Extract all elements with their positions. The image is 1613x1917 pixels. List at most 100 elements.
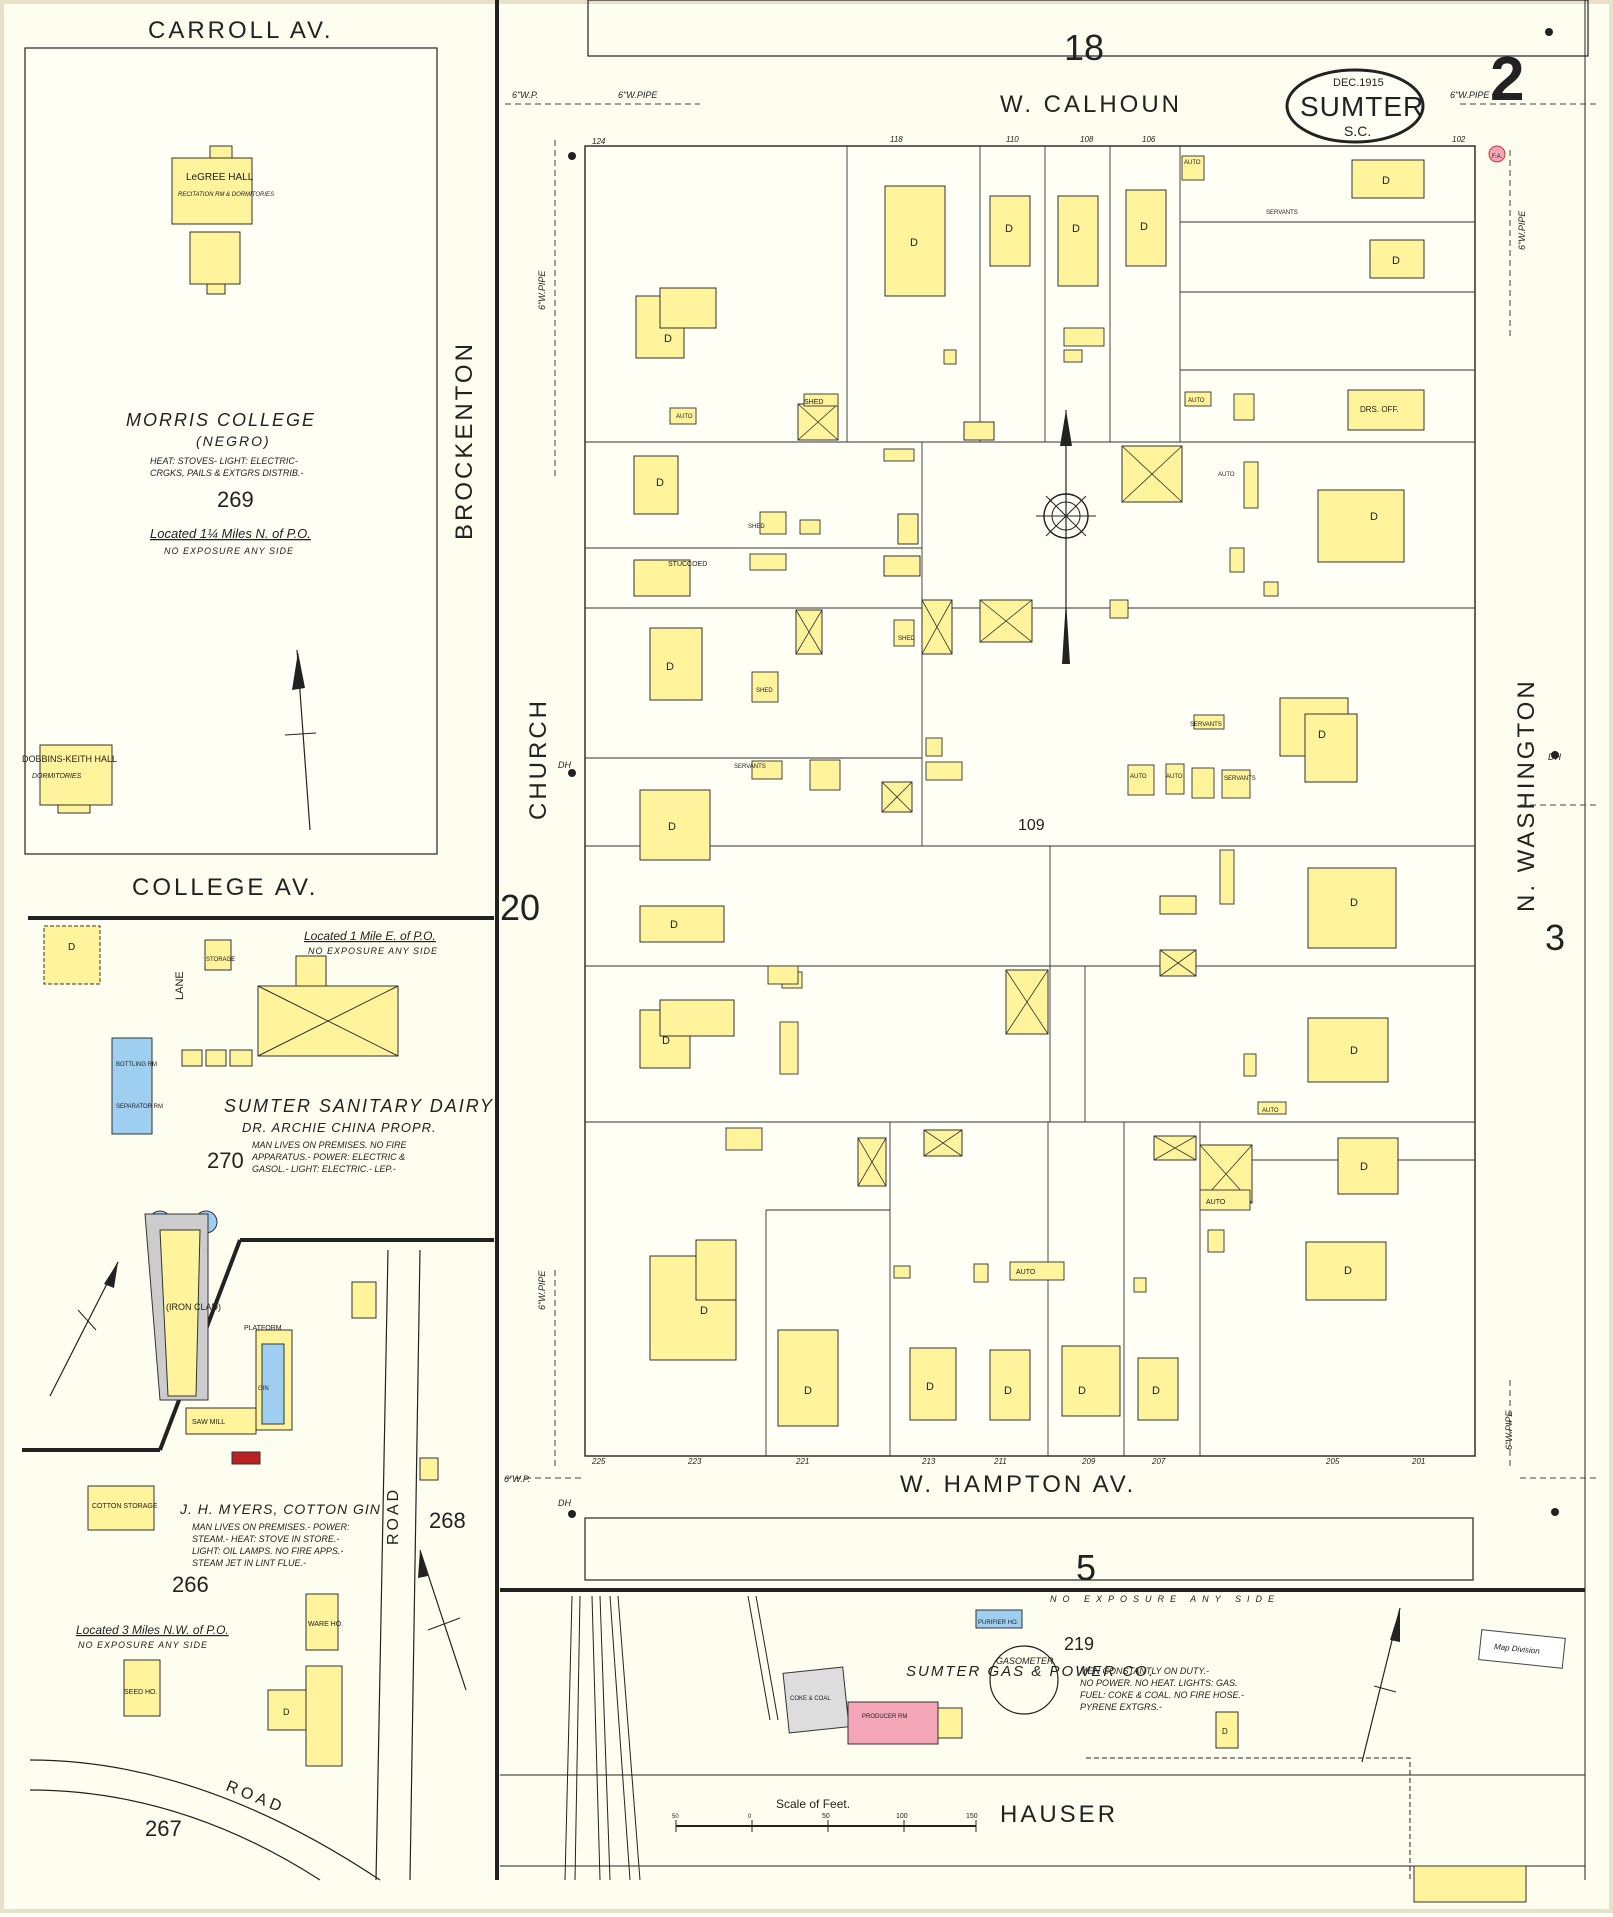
auto-label: AUTO [1130, 774, 1147, 780]
svg-text:50: 50 [672, 1814, 679, 1820]
gas-co-name: SUMTER GAS & POWER CO. [906, 1663, 1155, 1680]
north-arrow-icon [284, 649, 317, 831]
servants-label: SERVANTS [734, 764, 766, 770]
street-church: CHURCH [525, 698, 552, 820]
d-label: D [1392, 255, 1400, 267]
sheet-date: DEC.1915 [1333, 77, 1384, 89]
auto-label: AUTO [676, 414, 693, 420]
morris-location: Located 1¼ Miles N. of P.O. [150, 526, 311, 541]
morris-note-1: HEAT: STOVES- LIGHT: ELECTRIC- [150, 456, 298, 466]
dwellings [633, 159, 1425, 1427]
d-label: D [656, 477, 664, 489]
pipe-label-4: 6"W.PIPE [537, 270, 547, 310]
d-label: D [1222, 1727, 1228, 1736]
hydrants [568, 28, 1559, 1518]
adjoin-west: 20 [500, 887, 540, 928]
gin-note-4: STEAM JET IN LINT FLUE.- [192, 1558, 306, 1568]
pipe-label-7: 6"W.PIPE [1504, 1410, 1514, 1450]
d-label: D [1382, 175, 1390, 187]
d-label: D [1004, 1385, 1012, 1397]
adjoin-fragment [1413, 1865, 1527, 1903]
legree-hall-label: LeGREE HALL [186, 172, 254, 183]
separator-label: SEPARATOR RM [116, 1104, 163, 1110]
saw-mill-label: SAW MILL [192, 1419, 225, 1426]
dairy-note-3: GASOL.- LIGHT: ELECTRIC.- LEP.- [252, 1164, 396, 1174]
morris-college-sub: (NEGRO) [196, 433, 271, 449]
gin-note-3: LIGHT: OIL LAMPS. NO FIRE APPS.- [192, 1546, 343, 1556]
svg-text:102: 102 [1452, 135, 1466, 144]
seed-ho-label: SEED HO. [124, 1689, 158, 1696]
servants-label: SERVANTS [1224, 776, 1256, 782]
svg-text:50: 50 [822, 1813, 830, 1820]
auto-label: AUTO [1218, 472, 1235, 478]
d-label: D [804, 1385, 812, 1397]
d-label: D [1318, 729, 1326, 741]
street-brockenton: BROCKENTON [451, 341, 478, 540]
pipe-label-5: 6"W.PIPE [1517, 210, 1527, 250]
adjoin-strip-top [587, 0, 1589, 57]
bottling-label: BOTTLING RM [116, 1062, 157, 1068]
pipe-label-1: 6"W.P. [512, 90, 538, 100]
dairy-owner: DR. ARCHIE CHINA PROPR. [242, 1120, 437, 1135]
servants-label: SERVANTS [1266, 210, 1298, 216]
railroad-tracks [564, 1595, 779, 1881]
dairy-exposure: NO EXPOSURE ANY SIDE [308, 946, 438, 956]
dairy-name: SUMTER SANITARY DAIRY [224, 1096, 494, 1116]
gasometer-label: GASOMETER [996, 1656, 1054, 1666]
svg-text:201: 201 [1411, 1457, 1425, 1466]
block-219: NO EXPOSURE ANY SIDE COKE & COAL PRODUCE… [500, 1594, 1585, 1881]
auto-label: AUTO [1184, 160, 1201, 166]
svg-text:211: 211 [993, 1457, 1007, 1466]
d-label: D [1350, 897, 1358, 909]
d-label: D [1360, 1161, 1368, 1173]
block-number-269: 269 [217, 487, 254, 512]
pipe-label-6: 6"W.PIPE [537, 1270, 547, 1310]
svg-text:0: 0 [748, 1814, 752, 1820]
compass-rose-icon [1036, 410, 1096, 664]
d-label: D [668, 821, 676, 833]
adjoin-north: 18 [1064, 27, 1104, 68]
morris-exposure: NO EXPOSURE ANY SIDE [164, 546, 294, 556]
water-pipes [505, 103, 1600, 1479]
d-label: D [910, 237, 918, 249]
street-college: COLLEGE AV. [132, 874, 318, 901]
svg-text:100: 100 [896, 1813, 908, 1820]
gas-note-2: NO POWER. NO HEAT. LIGHTS: GAS. [1080, 1678, 1238, 1688]
dh-label-2: DH [558, 760, 571, 770]
street-w-calhoun: W. CALHOUN [1000, 91, 1182, 118]
pipe-label-3: 6"W.PIPE [1450, 90, 1490, 100]
block-number-270: 270 [207, 1148, 244, 1173]
gin-note-1: MAN LIVES ON PREMISES.- POWER: [192, 1522, 350, 1532]
morris-college-label: MORRIS COLLEGE [126, 410, 316, 430]
svg-text:205: 205 [1325, 1457, 1340, 1466]
fire-alarm-label: F.A. [1492, 154, 1503, 160]
street-n-washington: N. WASHINGTON [1513, 678, 1540, 912]
svg-text:209: 209 [1081, 1457, 1096, 1466]
building-label-set: D D D D D D D D D D D D D D D D D D D D … [656, 160, 1400, 1397]
pipe-label-2: 6"W.PIPE [618, 90, 658, 100]
fire-alarm-icon [1488, 145, 1506, 163]
svg-text:221: 221 [795, 1457, 809, 1466]
shed-label: SHED [804, 399, 823, 406]
pipe-label-8: 6"W.P. [504, 1474, 530, 1484]
svg-text:108: 108 [1080, 135, 1094, 144]
stuccoed-label: STUCCOED [668, 561, 707, 568]
dobbins-keith-sub: DORMITORIES [32, 773, 82, 780]
sheet-title: SUMTER [1300, 91, 1424, 122]
svg-text:106: 106 [1142, 135, 1156, 144]
small-structures [669, 155, 1287, 1293]
d-label: D [926, 1381, 934, 1393]
block-109: D D D D D D D D D D D D D D D D D D D D … [584, 135, 1476, 1466]
svg-text:223: 223 [687, 1457, 702, 1466]
gin-label: GIN [258, 1386, 269, 1392]
iron-clad-label: (IRON CLAD) [166, 1302, 221, 1312]
block-number-109: 109 [1018, 817, 1045, 834]
section-dividers [22, 0, 1585, 1880]
north-arrow-icon [49, 1261, 119, 1397]
building-dobbins-keith-hall: DOBBINS-KEITH HALL DORMITORIES [22, 744, 117, 814]
gasometer-tank [989, 1645, 1059, 1715]
auto-label: AUTO [1262, 1108, 1279, 1114]
d-label: D [1344, 1265, 1352, 1277]
